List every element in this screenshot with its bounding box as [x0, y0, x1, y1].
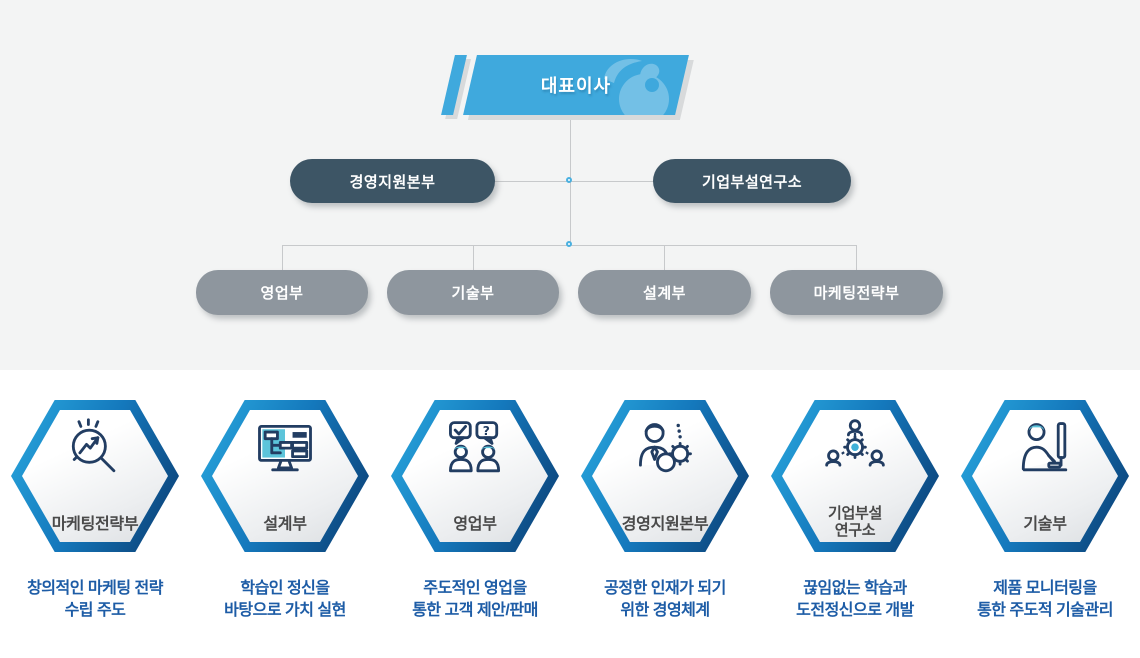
hexagon-badge: 기술부 [961, 400, 1129, 552]
org-node-ceo-label: 대표이사 [540, 76, 612, 96]
dept-card-label: 마케팅전략부 [51, 516, 139, 534]
connector-drop-4 [856, 245, 857, 271]
org-node-label: 마케팅전략부 [813, 285, 900, 302]
dept-card-label: 설계부 [263, 516, 307, 534]
org-node-technology[interactable]: 기술부 [387, 270, 559, 315]
hexagon-badge: ? 영업부 [391, 400, 559, 552]
swan-icon [604, 59, 669, 115]
people-chat-icon: ? [449, 421, 501, 473]
dept-card-label: 경영지원본부 [621, 516, 709, 534]
org-node-sales[interactable]: 영업부 [196, 270, 368, 315]
connector-node-dot [566, 177, 572, 183]
connector-drop-1 [282, 245, 283, 271]
hexagon-badge: 설계부 [201, 400, 369, 552]
connector-drop-2 [473, 245, 474, 271]
org-node-label: 기업부설연구소 [701, 173, 803, 191]
org-node-design[interactable]: 설계부 [578, 270, 751, 315]
hexagon-badge: 마케팅전략부 [11, 400, 179, 552]
magnifier-chart-icon [71, 418, 116, 473]
org-node-research-institute[interactable]: 기업부설연구소 [653, 159, 851, 203]
dept-card-label: 영업부 [453, 516, 497, 534]
ceo-box [463, 55, 689, 115]
svg-text:₩: ₩ [660, 456, 673, 470]
org-chart-section: 대표이사 경영지원본부 기업부설연구소 영업부 기술부 설계부 마케팅전략부 [0, 0, 1140, 370]
org-node-ceo[interactable]: 대표이사 [441, 55, 689, 117]
network-gear-people-icon [825, 419, 885, 467]
monitor-flowchart-icon [258, 424, 312, 472]
org-node-label: 영업부 [260, 285, 304, 302]
org-node-label: 설계부 [643, 285, 686, 302]
org-node-label: 경영지원본부 [349, 173, 436, 191]
manager-gear-won-icon: ₩ [639, 423, 692, 473]
connector-node-dot [566, 241, 572, 247]
svg-text:?: ? [483, 424, 490, 438]
person-computer-icon [1021, 422, 1068, 472]
connector-drop-3 [664, 245, 665, 271]
hexagon-badge: ₩ 경영지원본부 [581, 400, 749, 552]
org-node-label: 기술부 [451, 285, 495, 302]
org-node-management-support[interactable]: 경영지원본부 [290, 159, 495, 203]
org-node-marketing-strategy[interactable]: 마케팅전략부 [770, 270, 943, 315]
dept-card-label: 기술부 [1023, 516, 1067, 534]
connector-horizontal-level2 [495, 181, 655, 182]
ceo-accent-stripe [441, 55, 467, 115]
